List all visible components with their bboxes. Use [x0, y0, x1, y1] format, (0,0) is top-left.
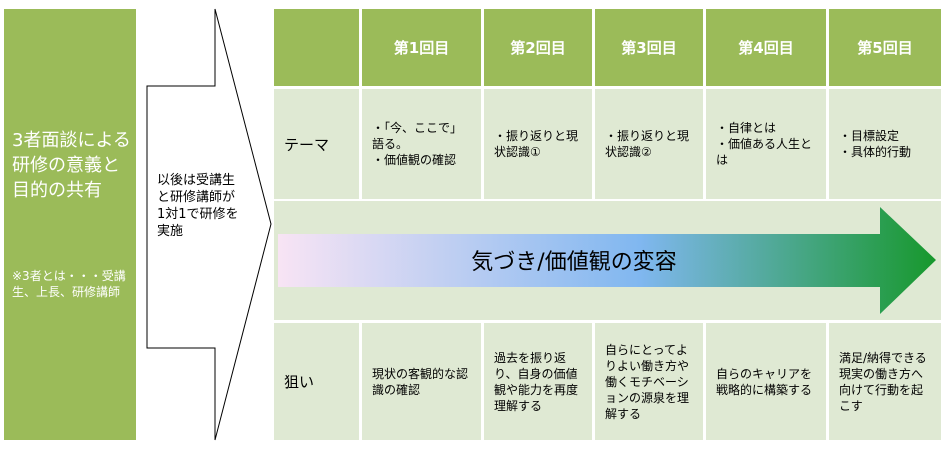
aim-cell-4: 自らのキャリアを戦略的に構築する	[706, 323, 826, 440]
header-session-5: 第5回目	[829, 9, 941, 86]
header-session-1: 第1回目	[362, 9, 481, 86]
aim-cell-1: 現状の客観的な認識の確認	[362, 323, 481, 440]
theme-cell-5: ・目標設定 ・具体的行動	[829, 89, 941, 199]
theme-cell-3: ・振り返りと現状認識②	[595, 89, 703, 199]
theme-cell-1: ・「今、ここで」語る。 ・価値観の確認	[362, 89, 481, 199]
theme-cell-4: ・自律とは ・価値ある人生とは	[706, 89, 826, 199]
arrow-text: 以後は受講生と研修講師が1対1で研修を実施	[157, 173, 239, 239]
aim-cell-3: 自らにとってよりよい働き方や働くモチベーションの源泉を理解する	[595, 323, 703, 440]
progress-arrow	[278, 207, 936, 314]
aim-cell-2: 過去を振り返り、自身の価値観や能力を再度理解する	[484, 323, 592, 440]
aim-row-label: 狙い	[274, 323, 359, 440]
aim-cell-5: 満足/納得できる現実の働き方へ向けて行動を起こす	[829, 323, 941, 440]
theme-cell-2: ・振り返りと現状認識①	[484, 89, 592, 199]
progress-arrow-label: 気づき/価値観の変容	[471, 250, 677, 275]
left-panel-title: 3者面談による研修の意義と目的の共有	[12, 130, 131, 201]
left-panel-note: ※3者とは・・・受講生、上長、研修講師	[12, 269, 126, 299]
left-panel	[4, 9, 136, 440]
header-session-4: 第4回目	[706, 9, 826, 86]
header-corner-cell	[274, 9, 359, 86]
header-session-2: 第2回目	[484, 9, 592, 86]
header-session-3: 第3回目	[595, 9, 703, 86]
theme-row-label: テーマ	[274, 89, 359, 199]
